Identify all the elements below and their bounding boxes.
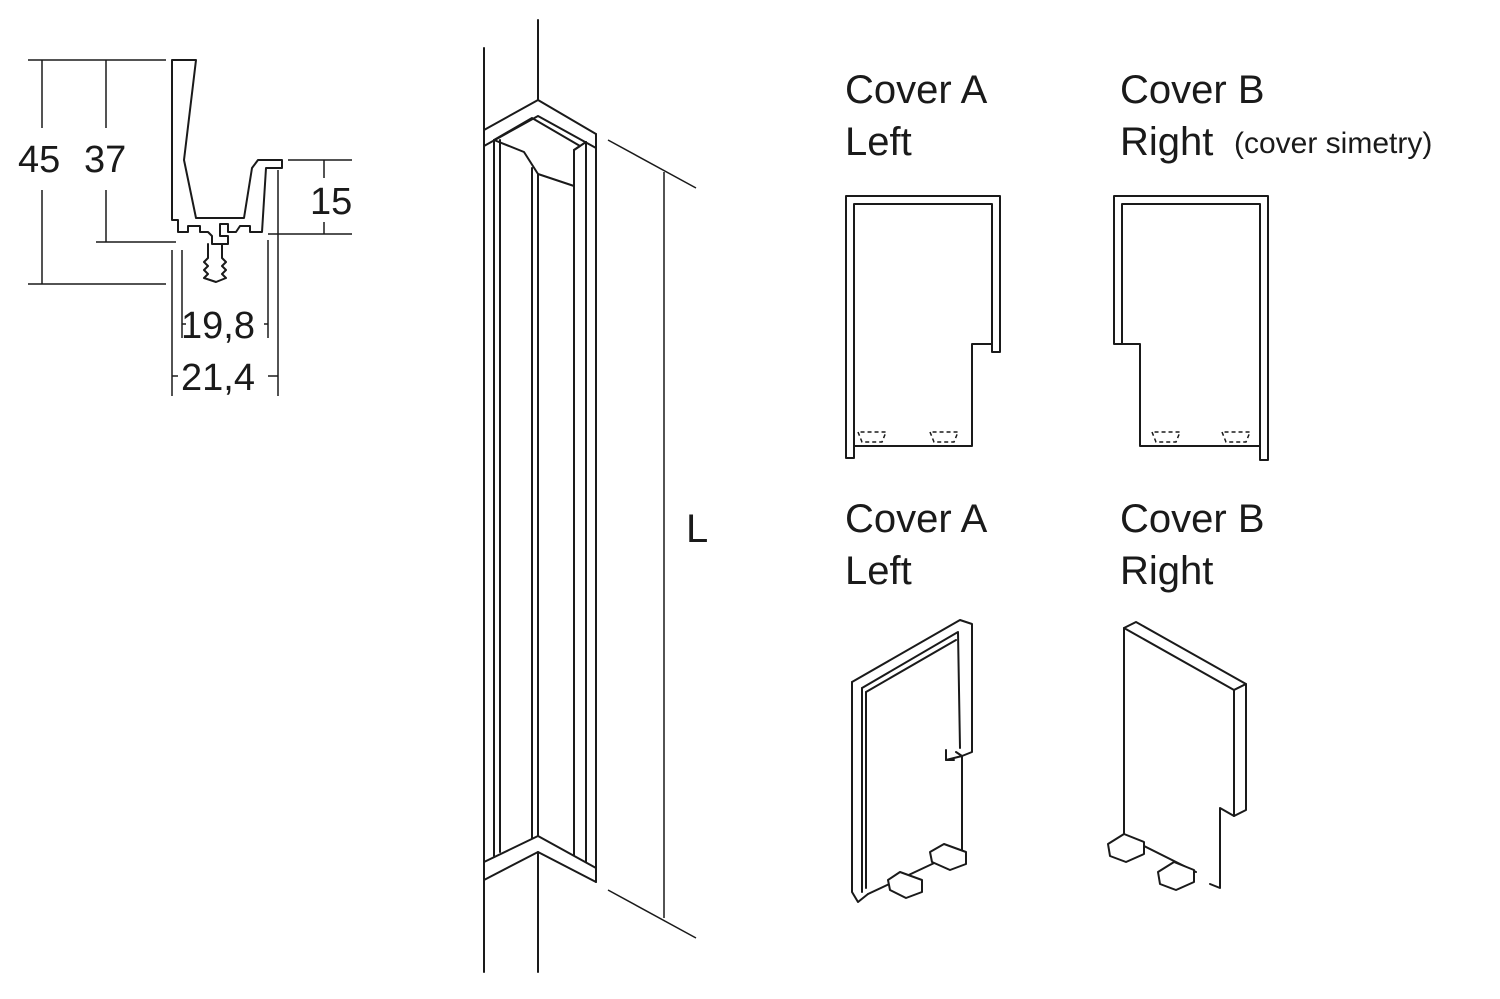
- cover-b-title-bottom: Cover B: [1120, 497, 1265, 541]
- profile-cross-section: 45 37 15 19,8 21,4: [18, 59, 352, 399]
- cover-a-title-bottom: Cover A: [845, 497, 988, 541]
- cover-b-note: (cover simetry): [1234, 127, 1432, 160]
- cover-b-side-top: Right: [1120, 120, 1213, 164]
- profile-outline: [171, 59, 283, 245]
- cover-b-title-top: Cover B: [1120, 68, 1265, 112]
- cover-b-side-bottom: Right: [1120, 549, 1213, 593]
- dim-width-inner: 19,8: [181, 305, 255, 347]
- dim-length: L: [686, 507, 708, 551]
- cover-a-side-bottom: Left: [845, 549, 912, 593]
- cover-a-left-3d: Cover A Left: [845, 497, 988, 903]
- cover-b-right-3d: Cover B Right: [1107, 497, 1265, 891]
- cover-a-left-flat: Cover A Left: [845, 68, 1001, 459]
- profile-stem: [203, 243, 227, 283]
- cover-b-right-flat: Cover B Right (cover simetry): [1113, 68, 1432, 461]
- dim-height-inner: 37: [84, 139, 126, 181]
- corner-profile-view: L: [483, 19, 708, 973]
- cover-a-side-top: Left: [845, 120, 912, 164]
- dim-lip: 15: [310, 181, 352, 223]
- profile-bottom-cap: [483, 835, 597, 883]
- cover-a-title-top: Cover A: [845, 68, 988, 112]
- dim-width-total: 21,4: [181, 357, 255, 399]
- dim-height-total: 45: [18, 139, 60, 181]
